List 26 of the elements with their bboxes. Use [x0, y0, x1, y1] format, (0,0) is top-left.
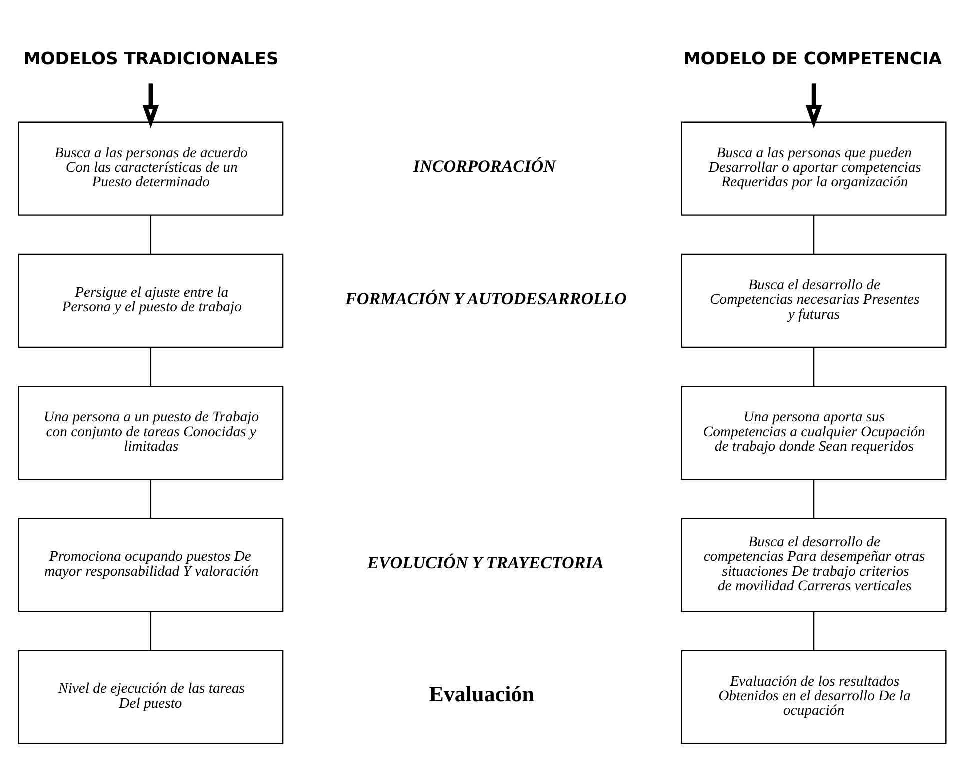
- connector: [150, 214, 152, 254]
- node-box: Una persona aporta sus Competencias a cualquier Ocupación de trabajo donde Sean requeridos: [680, 386, 946, 480]
- node-box: Persigue el ajuste entre la Persona y el puesto de trabajo: [18, 253, 284, 348]
- node-box: Busca a las personas que pueden Desarrollar o aportar competencias Requeridas por la organización: [680, 121, 946, 216]
- connector: [150, 347, 152, 386]
- connector: [150, 611, 152, 650]
- node-box: Promociona ocupando puestos De mayor responsabilidad Y valoración: [18, 518, 284, 612]
- connector: [812, 479, 814, 518]
- node-text: MODELO DE COMPETENCIA: [683, 48, 942, 69]
- node-text: MODELOS TRADICIONALES: [23, 48, 278, 69]
- node-box: Busca el desarrollo de competencias Para desempeñar otras situaciones De trabajo criterios de movilidad Carreras verticales: [680, 518, 946, 612]
- node-box: Una persona a un puesto de Trabajo con conjunto de tareas Conocidas y limitadas: [18, 386, 284, 480]
- node-box: Nivel de ejecución de las tareas Del puesto: [18, 650, 284, 744]
- arrow: [142, 83, 159, 128]
- connector: [812, 347, 814, 386]
- node-box: Busca el desarrollo de Competencias necesarias Presentes y futuras: [680, 253, 946, 348]
- node-box: Busca a las personas de acuerdo Con las características de un Puesto determinado: [18, 121, 284, 216]
- label: INCORPORACIÓN: [412, 156, 556, 176]
- label: EVOLUCIÓN Y TRAYECTORIA: [366, 553, 604, 572]
- connector: [150, 479, 152, 518]
- connector: [812, 611, 814, 650]
- connector: [812, 214, 814, 254]
- label: Evaluación: [428, 681, 534, 706]
- node-box: Evaluación de los resultados Obtenidos en el desarrollo De la ocupación: [680, 650, 946, 744]
- label: FORMACIÓN Y AUTODESARROLLO: [344, 288, 626, 308]
- arrow: [805, 83, 822, 128]
